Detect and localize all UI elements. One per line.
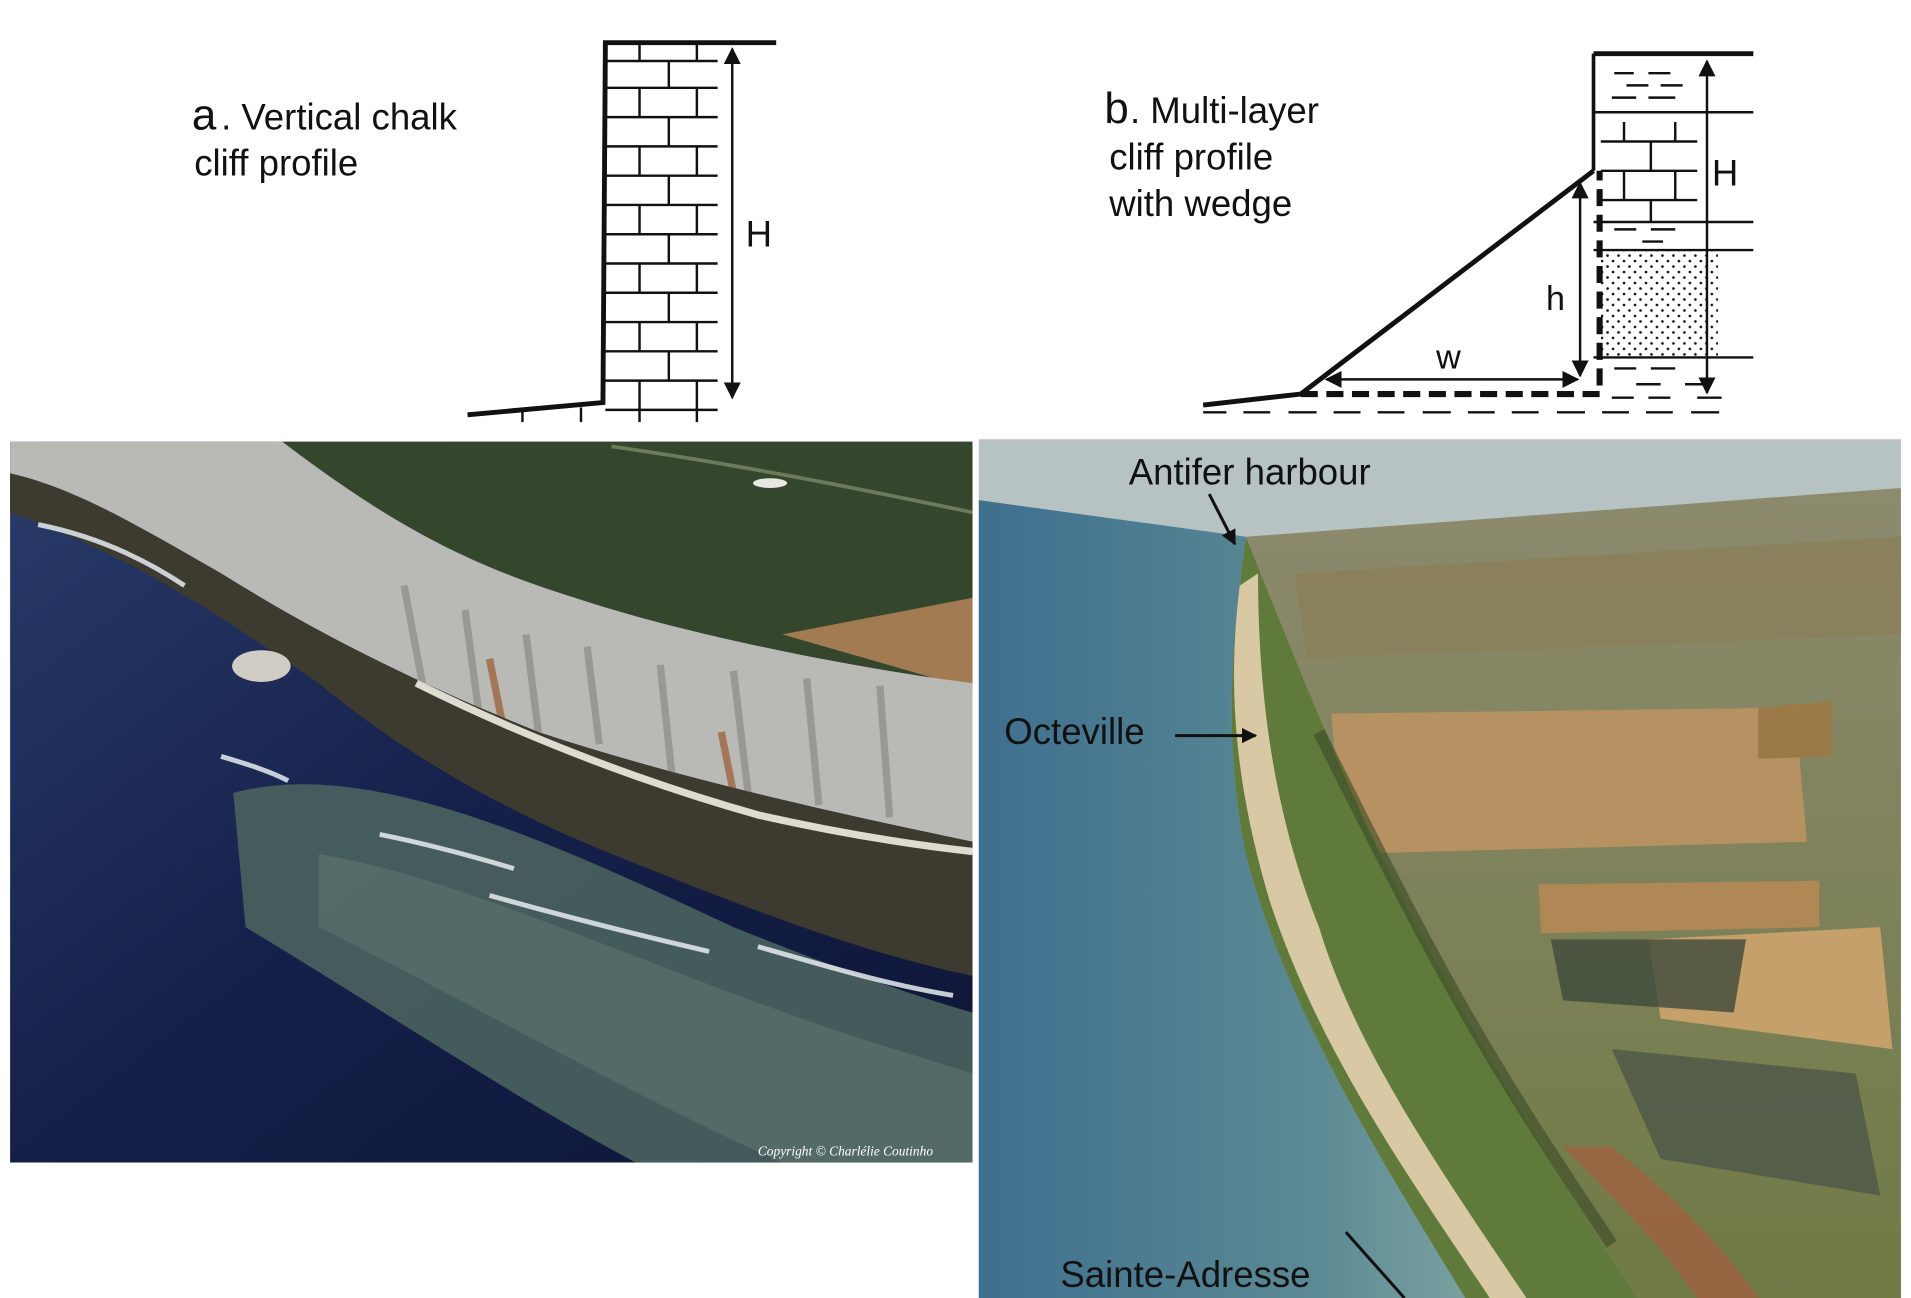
label-octeville: Octeville: [1004, 711, 1144, 752]
wedge-width-label: w: [1435, 338, 1461, 376]
label-sainte-adresse: Sainte-Adresse: [1060, 1254, 1310, 1295]
sand-layer: [1600, 250, 1718, 358]
label-antifer-harbour: Antifer harbour: [1129, 451, 1371, 492]
arrow-sainte-adresse: [1344, 1231, 1406, 1298]
height-label-b: H: [1712, 152, 1738, 193]
panel-a-title-line2: cliff profile: [194, 143, 358, 184]
arrow-antifer: [1207, 493, 1237, 546]
wedge-base-dashed: [1300, 170, 1603, 398]
panel-a-diagram: a . Vertical chalk cliff profile: [192, 40, 777, 423]
panel-b-title-line2: cliff profile: [1109, 137, 1273, 178]
photo-copyright: Copyright © Charlélie Coutinho: [758, 1143, 933, 1158]
wedge-height-label: h: [1546, 280, 1565, 318]
height-label-a: H: [746, 213, 772, 254]
panel-a-letter: a: [192, 90, 217, 139]
panel-b-letter: b: [1104, 84, 1128, 133]
cliff-b-layers: [1591, 51, 1754, 399]
panel-b-diagram: b . Multi-layer cliff profile with wedge: [1104, 51, 1754, 414]
cliff-a-outline: [467, 40, 777, 418]
panel-b-title-line1: . Multi-layer: [1130, 90, 1319, 131]
chalk-brick-pattern: [521, 42, 718, 423]
panel-a-title-line1: . Vertical chalk: [221, 96, 458, 137]
panel-b-title-line3: with wedge: [1108, 183, 1292, 224]
photo-right-multilayer-coast: [978, 439, 1901, 1298]
photo-right-labels: Antifer harbour Octeville Sainte-Adresse: [1004, 451, 1406, 1298]
photo-left-chalk-cliff: Copyright © Charlélie Coutinho: [10, 441, 973, 1163]
